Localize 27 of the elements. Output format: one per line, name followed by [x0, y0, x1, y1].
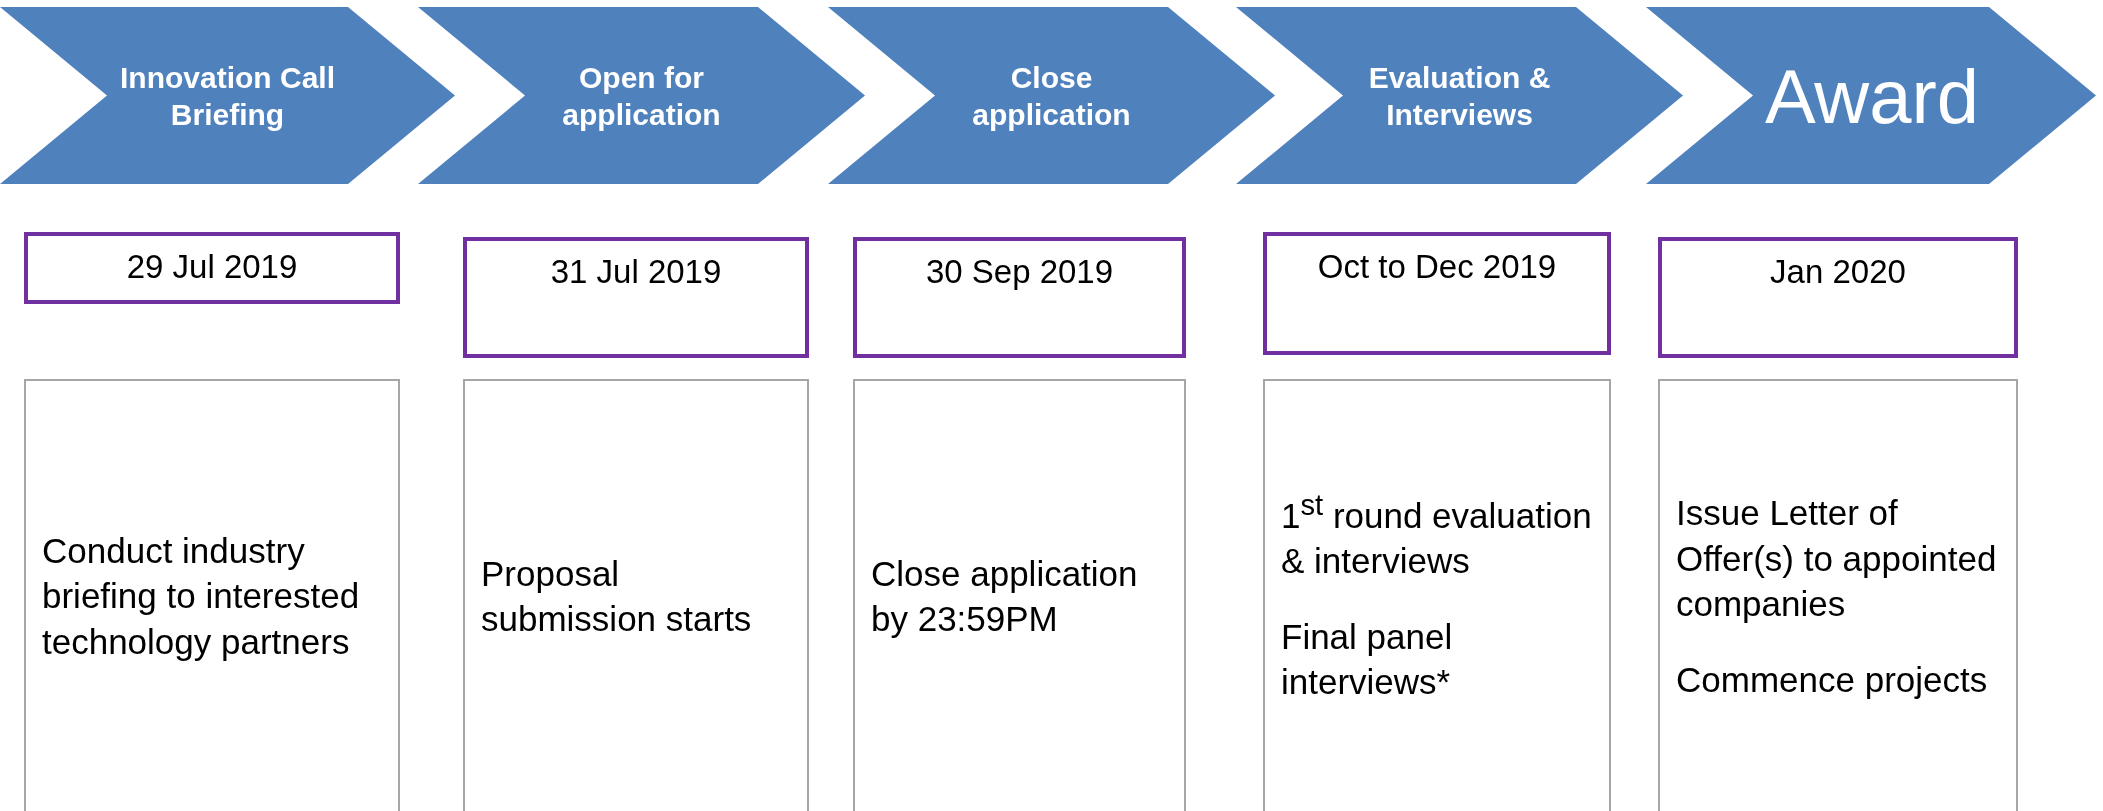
description-box — [24, 379, 400, 811]
stage-banner — [828, 7, 1275, 184]
stage-banner — [0, 7, 455, 184]
stage-title: Innovation Call Briefing — [119, 59, 336, 133]
description-text: Proposal submission starts — [481, 552, 753, 640]
date-box: Jan 2020 — [1658, 237, 2018, 358]
stage-banner — [418, 7, 865, 184]
date-box: Oct to Dec 2019 — [1263, 232, 1611, 355]
description-text: Close application by 23:59PM — [871, 552, 1139, 640]
stage-title: Close application — [971, 59, 1132, 133]
description-text: 1$^{st}$ round evaluation & interviews — [1281, 488, 1593, 583]
stage-banner — [1236, 7, 1683, 184]
stage-title: Evaluation & Interviews — [1367, 59, 1552, 133]
stage-title: Award — [1765, 52, 1977, 140]
stage-banner — [1646, 7, 2096, 184]
date-box: 31 Jul 2019 — [463, 237, 809, 358]
date-box: 29 Jul 2019 — [24, 232, 400, 304]
description-text: Commence projects — [1676, 658, 1989, 701]
description-text: Final panel interviews* — [1281, 615, 1454, 704]
description-box — [1263, 379, 1611, 811]
description-text: Issue Letter of Offer(s) to appointed companies — [1676, 492, 1998, 625]
description-box — [1658, 379, 2018, 811]
stage-title: Open for application — [561, 59, 722, 133]
description-text: Conduct industry briefing to interested technology partners — [42, 529, 361, 663]
date-box: 30 Sep 2019 — [853, 237, 1186, 358]
description-box — [463, 379, 809, 811]
description-box — [853, 379, 1186, 811]
